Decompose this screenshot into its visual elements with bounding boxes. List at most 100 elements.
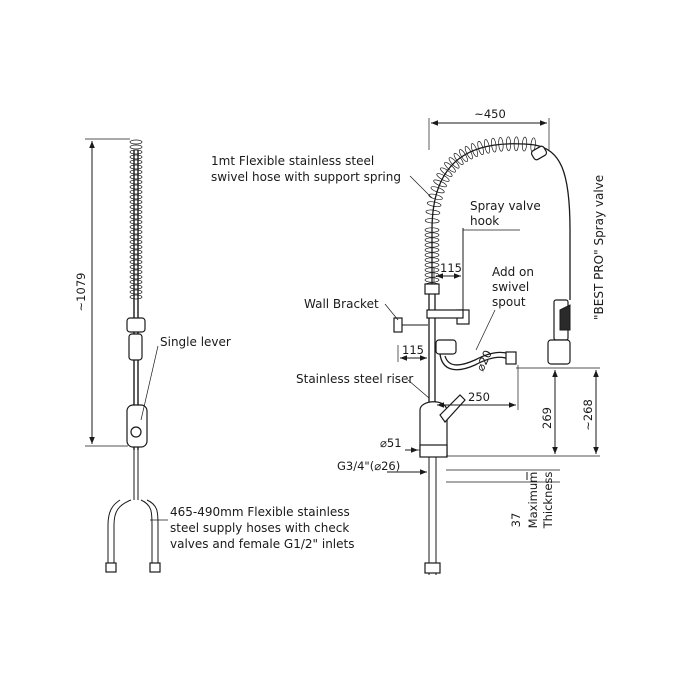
spring-coil [129, 189, 143, 195]
spring-coil [129, 274, 143, 280]
spring-coil [129, 184, 143, 190]
dim-spout-reach: 250 [468, 390, 490, 404]
label-wall-bracket: Wall Bracket [304, 297, 379, 311]
spring-coil [424, 257, 440, 263]
spring-coil [470, 143, 479, 158]
side-hose-left-edge [107, 499, 121, 565]
spring-coil [129, 174, 143, 180]
spring-coil [129, 254, 143, 260]
spring-coil [424, 262, 440, 268]
spout-outlet [505, 351, 517, 365]
spring-coil [505, 136, 512, 152]
dim-base-dia: ⌀51 [380, 436, 402, 450]
spout-upper [439, 353, 511, 371]
spring-end-cap [530, 145, 548, 161]
spring-coil [129, 139, 143, 145]
leader-single-lever [140, 345, 159, 421]
label-spout-line-2: swivel [492, 280, 529, 294]
spray-valve-grip [559, 304, 571, 331]
spring-coil [129, 159, 143, 165]
spring-coil [129, 169, 143, 175]
front-inlet [424, 562, 441, 574]
spring-coil [129, 224, 143, 230]
spring-coil [436, 173, 450, 182]
side-inlet-left [105, 562, 117, 573]
side-wall-bracket [126, 317, 146, 333]
spring-coil [459, 149, 468, 163]
dim-thickness-value: 37 [509, 513, 523, 528]
spring-coil [129, 244, 143, 250]
label-hook-line-1: Spray valve [470, 199, 541, 213]
spring-coil [430, 186, 445, 194]
spring-coil [129, 249, 143, 255]
spring-coil [129, 264, 143, 270]
wall-bracket-plate [393, 317, 403, 333]
spring-coil [513, 136, 519, 152]
spring-coil [491, 137, 497, 153]
spout-connector [435, 339, 457, 355]
spring-coil [521, 136, 528, 152]
spring-coil [448, 157, 460, 169]
spring-coil [424, 242, 440, 248]
label-hook-line-2: hook [470, 214, 499, 228]
leader-hose [409, 175, 433, 199]
label-hose-line-1: 1mt Flexible stainless steel [211, 154, 374, 168]
spring-coil [129, 294, 143, 300]
dim-hook-offset: 115 [440, 261, 462, 275]
label-riser: Stainless steel riser [296, 372, 413, 386]
label-spout-line-1: Add on [492, 265, 534, 279]
spring-coil [129, 269, 143, 275]
side-view: ~1079 Single lever 465-490mm Flexible st… [74, 138, 354, 573]
label-spout-line-3: spout [492, 295, 526, 309]
side-mixer-body [126, 404, 148, 448]
dim-bracket-offset: 115 [402, 343, 424, 357]
spring-coil [129, 234, 143, 240]
label-supply-line-1: 465-490mm Flexible stainless [170, 505, 350, 519]
dim-thickness-label-2: Thickness [541, 472, 555, 530]
dim-thread: G3/4"(⌀26) [337, 459, 400, 473]
spring-coil [498, 136, 504, 152]
mixer-lever [439, 394, 466, 423]
spring-coil [424, 247, 440, 253]
leader-wall-bracket [384, 303, 399, 321]
dim-height-total: ~1079 [74, 273, 88, 312]
leader-riser [407, 379, 430, 399]
mixer-base [419, 444, 448, 458]
spring-coil [424, 232, 440, 238]
spring-coil [129, 259, 143, 265]
spring-coil [129, 164, 143, 170]
spring-coil [129, 194, 143, 200]
arc-hose [431, 143, 571, 300]
spring-coil [129, 214, 143, 220]
side-mixer-lever [130, 426, 142, 438]
spring-coil [433, 179, 447, 188]
riser-top-collar [424, 283, 440, 295]
spring-coil [424, 227, 440, 233]
spring-coil [129, 284, 143, 290]
label-spray-valve: "BEST PRO" Spray valve [592, 175, 606, 320]
spring-coil [129, 279, 143, 285]
spray-valve-head [547, 339, 571, 365]
side-inlet-right [149, 562, 161, 573]
label-supply-line-2: steel supply hoses with check [170, 521, 349, 535]
spring-coil [453, 152, 464, 166]
side-hose-left [113, 499, 132, 565]
dim-h-269: 269 [540, 407, 554, 429]
spring-coil [129, 289, 143, 295]
label-hose-line-2: swivel hose with support spring [211, 170, 401, 184]
spring-coil [440, 167, 453, 177]
dim-width-top: ~450 [474, 107, 506, 121]
side-hose-right [140, 499, 153, 565]
spring-coil [129, 199, 143, 205]
spring-coil [129, 179, 143, 185]
spring-coil [464, 145, 473, 160]
side-spring [129, 139, 143, 300]
spring-coil [129, 144, 143, 150]
spring-coil [424, 237, 440, 243]
spring-coil [426, 201, 442, 208]
spring-coil [484, 139, 490, 154]
leader-spout [475, 309, 496, 351]
spout-lower [444, 351, 513, 366]
